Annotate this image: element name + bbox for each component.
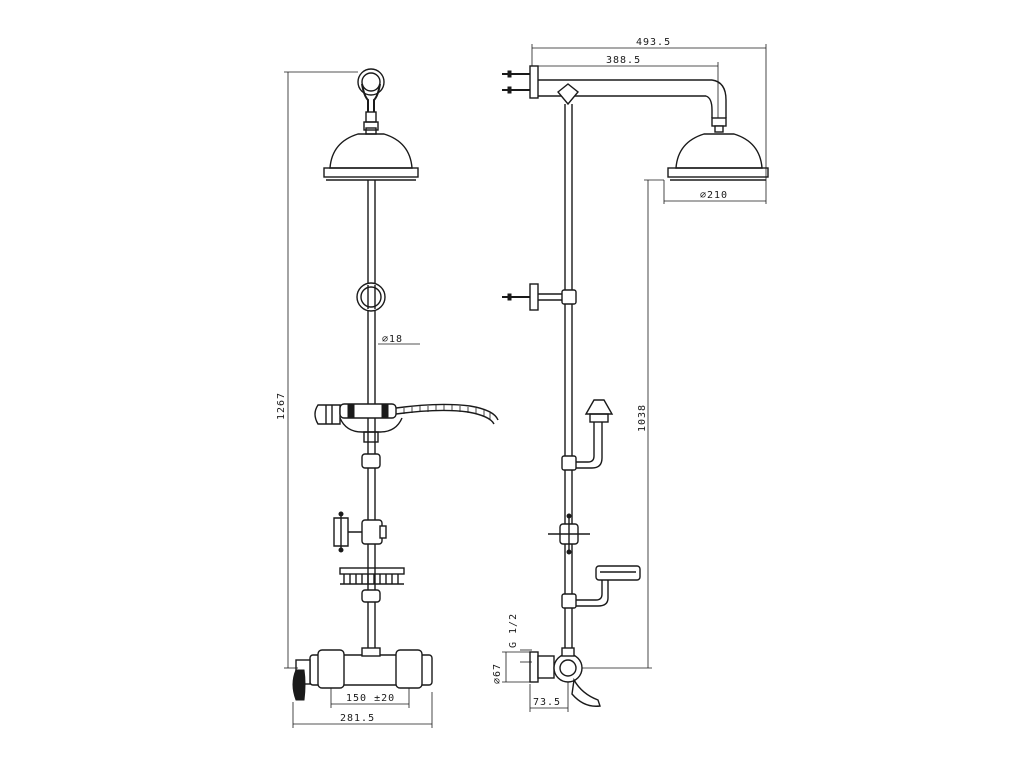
side-view: 493.5 388.5 ∅210 [492, 37, 769, 712]
slider-clamp [361, 453, 381, 469]
head-diameter-dimension: ∅210 [663, 180, 766, 204]
shower-head-front [323, 127, 419, 181]
flange-diameter-label: ∅67 [492, 663, 503, 684]
rail-diameter-dimension: ∅18 [378, 334, 420, 345]
diverter-handle-front [333, 511, 387, 553]
mixer-body-side [529, 647, 601, 707]
inlet-thread-dimension: G 1/2 [508, 613, 532, 663]
riser-rail-side [564, 104, 573, 655]
shower-arm-side [538, 79, 727, 133]
hand-shower-holder-side [561, 399, 614, 471]
middle-wall-fixing [502, 283, 577, 311]
head-height-label: 1038 [637, 404, 648, 432]
arm-total-dimension: 493.5 [531, 37, 767, 204]
flange-diameter-dimension: ∅67 [492, 651, 530, 684]
shower-head-side [667, 133, 769, 181]
inlet-thread-label: G 1/2 [508, 613, 519, 648]
mixer-centres-dimension: 150 ±20 [330, 688, 410, 708]
overall-width-label: 281.5 [340, 713, 375, 724]
soap-dish-side [561, 565, 641, 609]
total-height-label: 1267 [276, 392, 287, 420]
middle-wall-bracket [356, 282, 386, 312]
head-height-dimension: 1038 [580, 179, 664, 669]
front-view: ∅18 [276, 68, 499, 728]
arm-projection-dimension: 388.5 [532, 55, 719, 118]
mixer-centres-label: 150 ±20 [346, 693, 395, 704]
diverter-handle-side [548, 513, 590, 555]
total-height-dimension: 1267 [276, 71, 358, 669]
hand-shower-front [314, 403, 499, 443]
soap-basket-front [339, 567, 405, 603]
rail-diameter-label: ∅18 [382, 334, 403, 345]
head-diameter-label: ∅210 [700, 190, 728, 201]
mixer-depth-label: 73.5 [533, 697, 561, 708]
top-wall-bracket [357, 68, 385, 131]
arm-total-label: 493.5 [636, 37, 671, 48]
overall-width-dimension: 281.5 [292, 692, 433, 728]
top-wall-fixing [502, 65, 539, 99]
mixer-depth-dimension: 73.5 [529, 682, 569, 712]
mixer-body-front [292, 647, 433, 701]
arm-projection-label: 388.5 [606, 55, 641, 66]
